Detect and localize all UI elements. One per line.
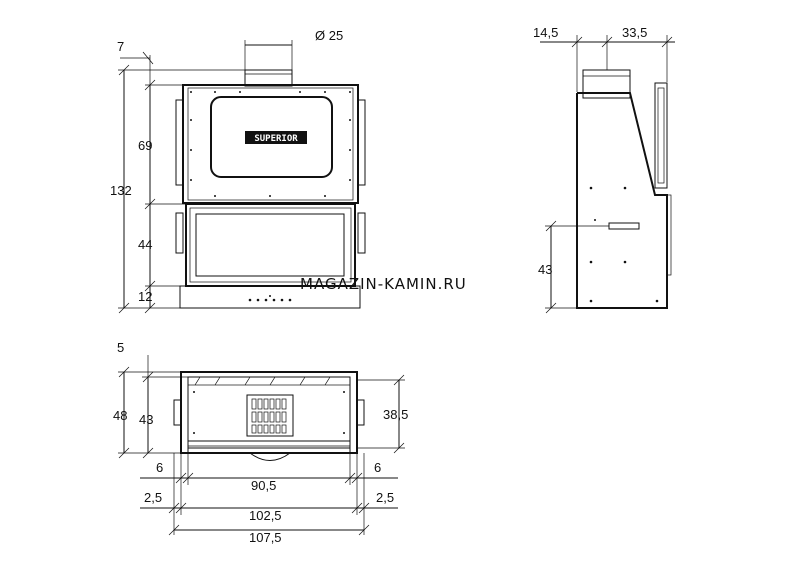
side-handle [608, 222, 640, 230]
dim-outer-depth: 48 [113, 408, 127, 423]
front-right-bracket [357, 99, 366, 186]
dim-inner-width: 90,5 [251, 478, 276, 493]
top-door-arc [249, 452, 291, 461]
dim-vent-height: 43 [538, 262, 552, 277]
side-back-panel [654, 82, 668, 189]
dim-back-offset: 5 [117, 340, 124, 355]
top-left-bracket [173, 399, 182, 426]
dim-left-side: 6 [156, 460, 163, 475]
front-left-bracket [175, 99, 184, 186]
top-back-wall [187, 376, 351, 386]
top-grille [246, 394, 294, 437]
dim-base-height: 12 [138, 289, 152, 304]
dim-left-margin: 2,5 [144, 490, 162, 505]
dim-total-height: 132 [110, 183, 132, 198]
logo-text: SUPERIOR [254, 134, 298, 144]
front-base [179, 285, 361, 309]
dim-total-width: 107,5 [249, 530, 282, 545]
logo-plate [245, 131, 307, 144]
watermark: MAGAZIN-KAMIN.RU [300, 275, 467, 293]
dim-upper-height: 69 [138, 138, 152, 153]
dim-middle-width: 102,5 [249, 508, 282, 523]
top-right-bracket [356, 399, 365, 426]
front-door-frame [185, 203, 356, 287]
front-glass [195, 213, 345, 277]
dim-inner-depth: 43 [139, 412, 153, 427]
dim-right-side: 6 [374, 460, 381, 475]
front-view: SUPERIOR Ø 25 7 [110, 28, 366, 314]
side-body [576, 92, 668, 309]
dim-flue-offset: 14,5 [533, 25, 558, 40]
dim-right-depth: 38,5 [383, 407, 408, 422]
front-panel [210, 96, 333, 178]
dim-depth-top: 33,5 [622, 25, 647, 40]
front-flue-pipe [244, 69, 293, 87]
dim-right-margin: 2,5 [376, 490, 394, 505]
dim-flue-diameter: Ø 25 [315, 28, 343, 43]
side-view: 14,5 33,5 43 [533, 25, 675, 314]
top-view: 5 48 43 38,5 6 6 90,5 2,5 2,5 10 [113, 340, 408, 545]
side-flue-pipe [582, 69, 631, 99]
dim-top-offset: 7 [117, 39, 124, 54]
dim-door-height: 44 [138, 237, 152, 252]
